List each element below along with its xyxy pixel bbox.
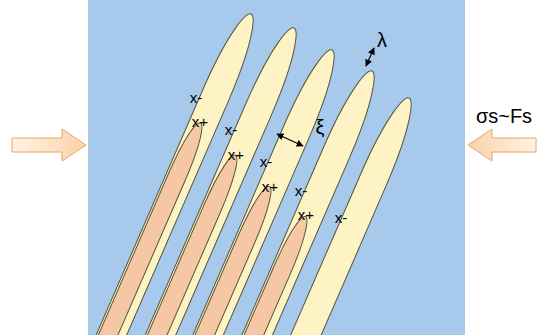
symbol-label: x- <box>190 90 203 105</box>
lambda-arrow <box>366 48 374 66</box>
fingers <box>88 8 422 335</box>
symbol-label: x+ <box>298 207 314 222</box>
symbol-label: λ <box>377 30 387 50</box>
symbol-label: σs~Fs <box>476 106 532 126</box>
symbol-label: x- <box>295 183 308 198</box>
stress-arrow <box>12 129 86 161</box>
symbol-label: x+ <box>192 114 208 129</box>
symbol-label: x- <box>335 210 348 225</box>
symbol-label: x+ <box>262 179 278 194</box>
symbol-label: x- <box>225 122 238 137</box>
xi-arrow <box>277 134 303 146</box>
symbol-label: x+ <box>228 147 244 162</box>
symbol-label: x- <box>260 154 273 169</box>
stress-arrow <box>468 129 536 161</box>
symbol-label: ξ <box>316 117 325 137</box>
